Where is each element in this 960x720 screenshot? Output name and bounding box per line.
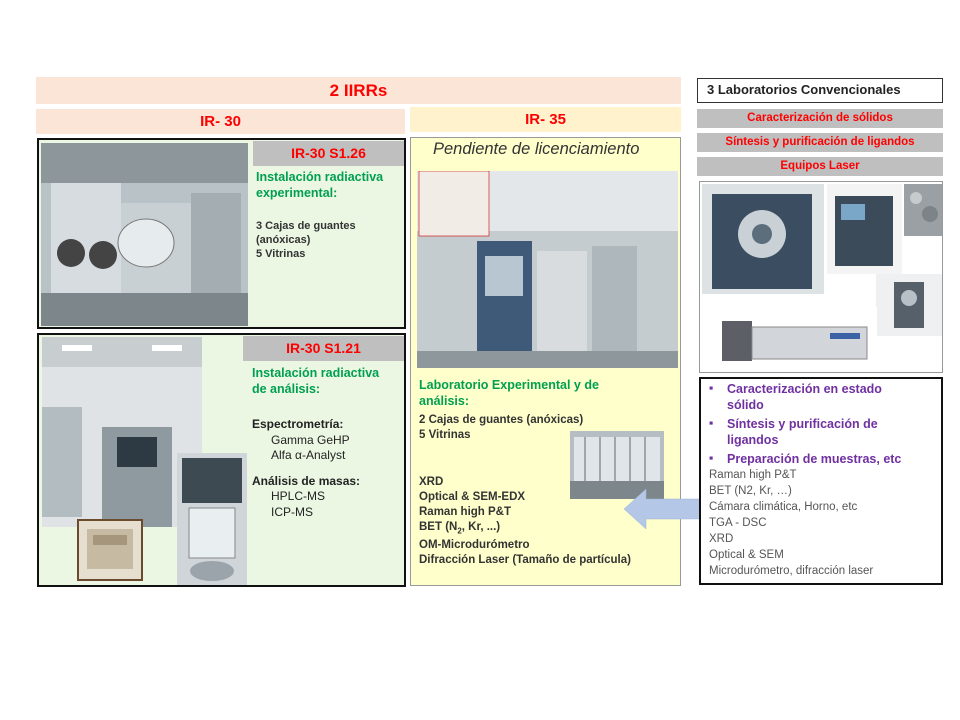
bullet-synthesis: ▪ Síntesis y purificación de ligandos	[709, 416, 901, 448]
equip-microdurometer: OM-Microdurómetro	[419, 539, 530, 552]
s121-tag: IR-30 S1.21	[243, 336, 404, 361]
glovebox-lab-photo	[41, 143, 248, 326]
conv-item-optical-sem: Optical & SEM	[709, 549, 784, 561]
xrd-instrument-photo	[702, 184, 824, 294]
ir35-facilities: 2 Cajas de guantes (anóxicas) 5 Vitrinas	[419, 413, 583, 443]
conv-item-bet: BET (N2, Kr, …)	[709, 485, 792, 497]
conv-labs-list-panel: ▪ Caracterización en estado sólido ▪ Sín…	[699, 377, 943, 585]
conv-equipment-list: Raman high P&T BET (N2, Kr, …) Cámara cl…	[709, 467, 873, 579]
s126-line-anoxic: (anóxicas)	[256, 234, 311, 246]
conv-bar-laser: Equipos Laser	[697, 157, 943, 176]
spec-item-gamma: Gamma GeHP	[271, 432, 350, 447]
bullet-icon: ▪	[709, 381, 714, 395]
conv-bullets: ▪ Caracterización en estado sólido ▪ Sín…	[709, 381, 901, 467]
mass-item-hplc: HPLC-MS	[271, 489, 326, 503]
s121-title-line2: de análisis:	[252, 382, 321, 396]
main-title: 2 IIRRs	[36, 77, 681, 104]
s126-title-line1: Instalación radiactiva	[256, 170, 384, 184]
conventional-labs-header: 3 Laboratorios Convencionales	[697, 78, 943, 103]
bullet-synthesis-line1: Síntesis y purificación de	[727, 417, 878, 431]
bullet-characterization: ▪ Caracterización en estado sólido	[709, 381, 901, 413]
spectrometer-photo	[177, 453, 247, 585]
ir35-lab-photo	[417, 171, 678, 368]
s126-tag: IR-30 S1.26	[253, 141, 404, 166]
equip-raman: Raman high P&T	[419, 506, 512, 518]
s121-title-line1: Instalación radiactiva	[252, 366, 380, 380]
equip-bet: BET (N2, Kr, ...)	[419, 520, 631, 538]
instrument-cabinet-photo	[77, 519, 143, 581]
ir30-s121-panel: IR-30 S1.21 Instalación radiactiva de an…	[37, 333, 406, 587]
conv-bar-ligands: Síntesis y purificación de ligandos	[697, 133, 943, 152]
raman-spectrometer-photo	[712, 307, 877, 369]
ir35-title-line1: Laboratorio Experimental y de	[419, 378, 599, 392]
conv-labs-photo-collage	[699, 181, 943, 373]
bet-subscript: 2	[457, 526, 462, 536]
ir30-s126-panel: IR-30 S1.26 Instalación radiactiva exper…	[37, 138, 406, 329]
equip-laser-diffraction: Difracción Laser (Tamaño de partícula)	[419, 554, 631, 567]
mass-item-icp: ICP-MS	[271, 504, 313, 519]
ir30-header: IR- 30	[36, 109, 405, 134]
sem-instrument-photo	[827, 184, 902, 274]
ir35-line-gloveboxes: 2 Cajas de guantes (anóxicas)	[419, 414, 584, 426]
spec-item-alpha: Alfa α-Analyst	[271, 448, 346, 462]
bet-suffix: , Kr, ...)	[461, 521, 501, 533]
s126-line-gloveboxes: 3 Cajas de guantes	[256, 220, 356, 232]
micrograph-photo	[904, 184, 942, 236]
conv-item-microdurometer: Microdurómetro, difracción laser	[709, 565, 874, 577]
conv-item-xrd: XRD	[709, 533, 734, 545]
left-arrow-icon	[624, 489, 700, 529]
analysis-lab-photo	[42, 337, 202, 527]
bullet-sample-prep-line1: Preparación de muestras, etc	[727, 452, 902, 466]
bullet-icon: ▪	[709, 416, 714, 430]
bet-prefix: BET (N	[419, 521, 458, 533]
ir35-lab-title: Laboratorio Experimental y de análisis:	[419, 377, 599, 409]
ir35-title-line2: análisis:	[419, 394, 470, 408]
conv-bar-solids: Caracterización de sólidos	[697, 109, 943, 128]
ir35-equipment: XRD Optical & SEM-EDX Raman high P&T BET…	[419, 475, 631, 568]
ir35-header: IR- 35	[410, 107, 681, 132]
s126-title-line2: experimental:	[256, 186, 338, 200]
spectrometry-title: Espectrometría:	[252, 417, 344, 431]
equip-optical-sem: Optical & SEM-EDX	[419, 491, 526, 503]
ir35-gloveboxes-photo	[570, 431, 664, 499]
s126-title: Instalación radiactiva experimental:	[256, 169, 383, 201]
microscope-photo	[876, 274, 942, 336]
s126-line-hoods: 5 Vitrinas	[256, 248, 306, 260]
s126-details: 3 Cajas de guantes (anóxicas) 5 Vitrinas	[256, 219, 356, 261]
s121-title: Instalación radiactiva de análisis:	[252, 365, 379, 397]
bullet-icon: ▪	[709, 451, 714, 465]
bullet-characterization-line2: sólido	[727, 398, 764, 412]
bullet-synthesis-line2: ligandos	[727, 433, 779, 447]
pending-license-label: Pendiente de licenciamiento	[433, 140, 640, 158]
conv-item-tga: TGA - DSC	[709, 517, 767, 529]
bullet-sample-prep: ▪ Preparación de muestras, etc	[709, 451, 901, 467]
mass-analysis-title: Análisis de masas:	[252, 473, 361, 488]
bullet-characterization-line1: Caracterización en estado	[727, 382, 882, 396]
conv-item-raman: Raman high P&T	[709, 469, 797, 481]
s121-details: Espectrometría: Gamma GeHP Alfa α-Analys…	[252, 417, 360, 520]
ir35-line-hoods: 5 Vitrinas	[419, 429, 471, 441]
equip-xrd: XRD	[419, 476, 444, 488]
ir35-panel: Pendiente de licenciamiento Laboratorio …	[410, 137, 681, 586]
conv-item-chamber: Cámara climática, Horno, etc	[709, 501, 858, 513]
